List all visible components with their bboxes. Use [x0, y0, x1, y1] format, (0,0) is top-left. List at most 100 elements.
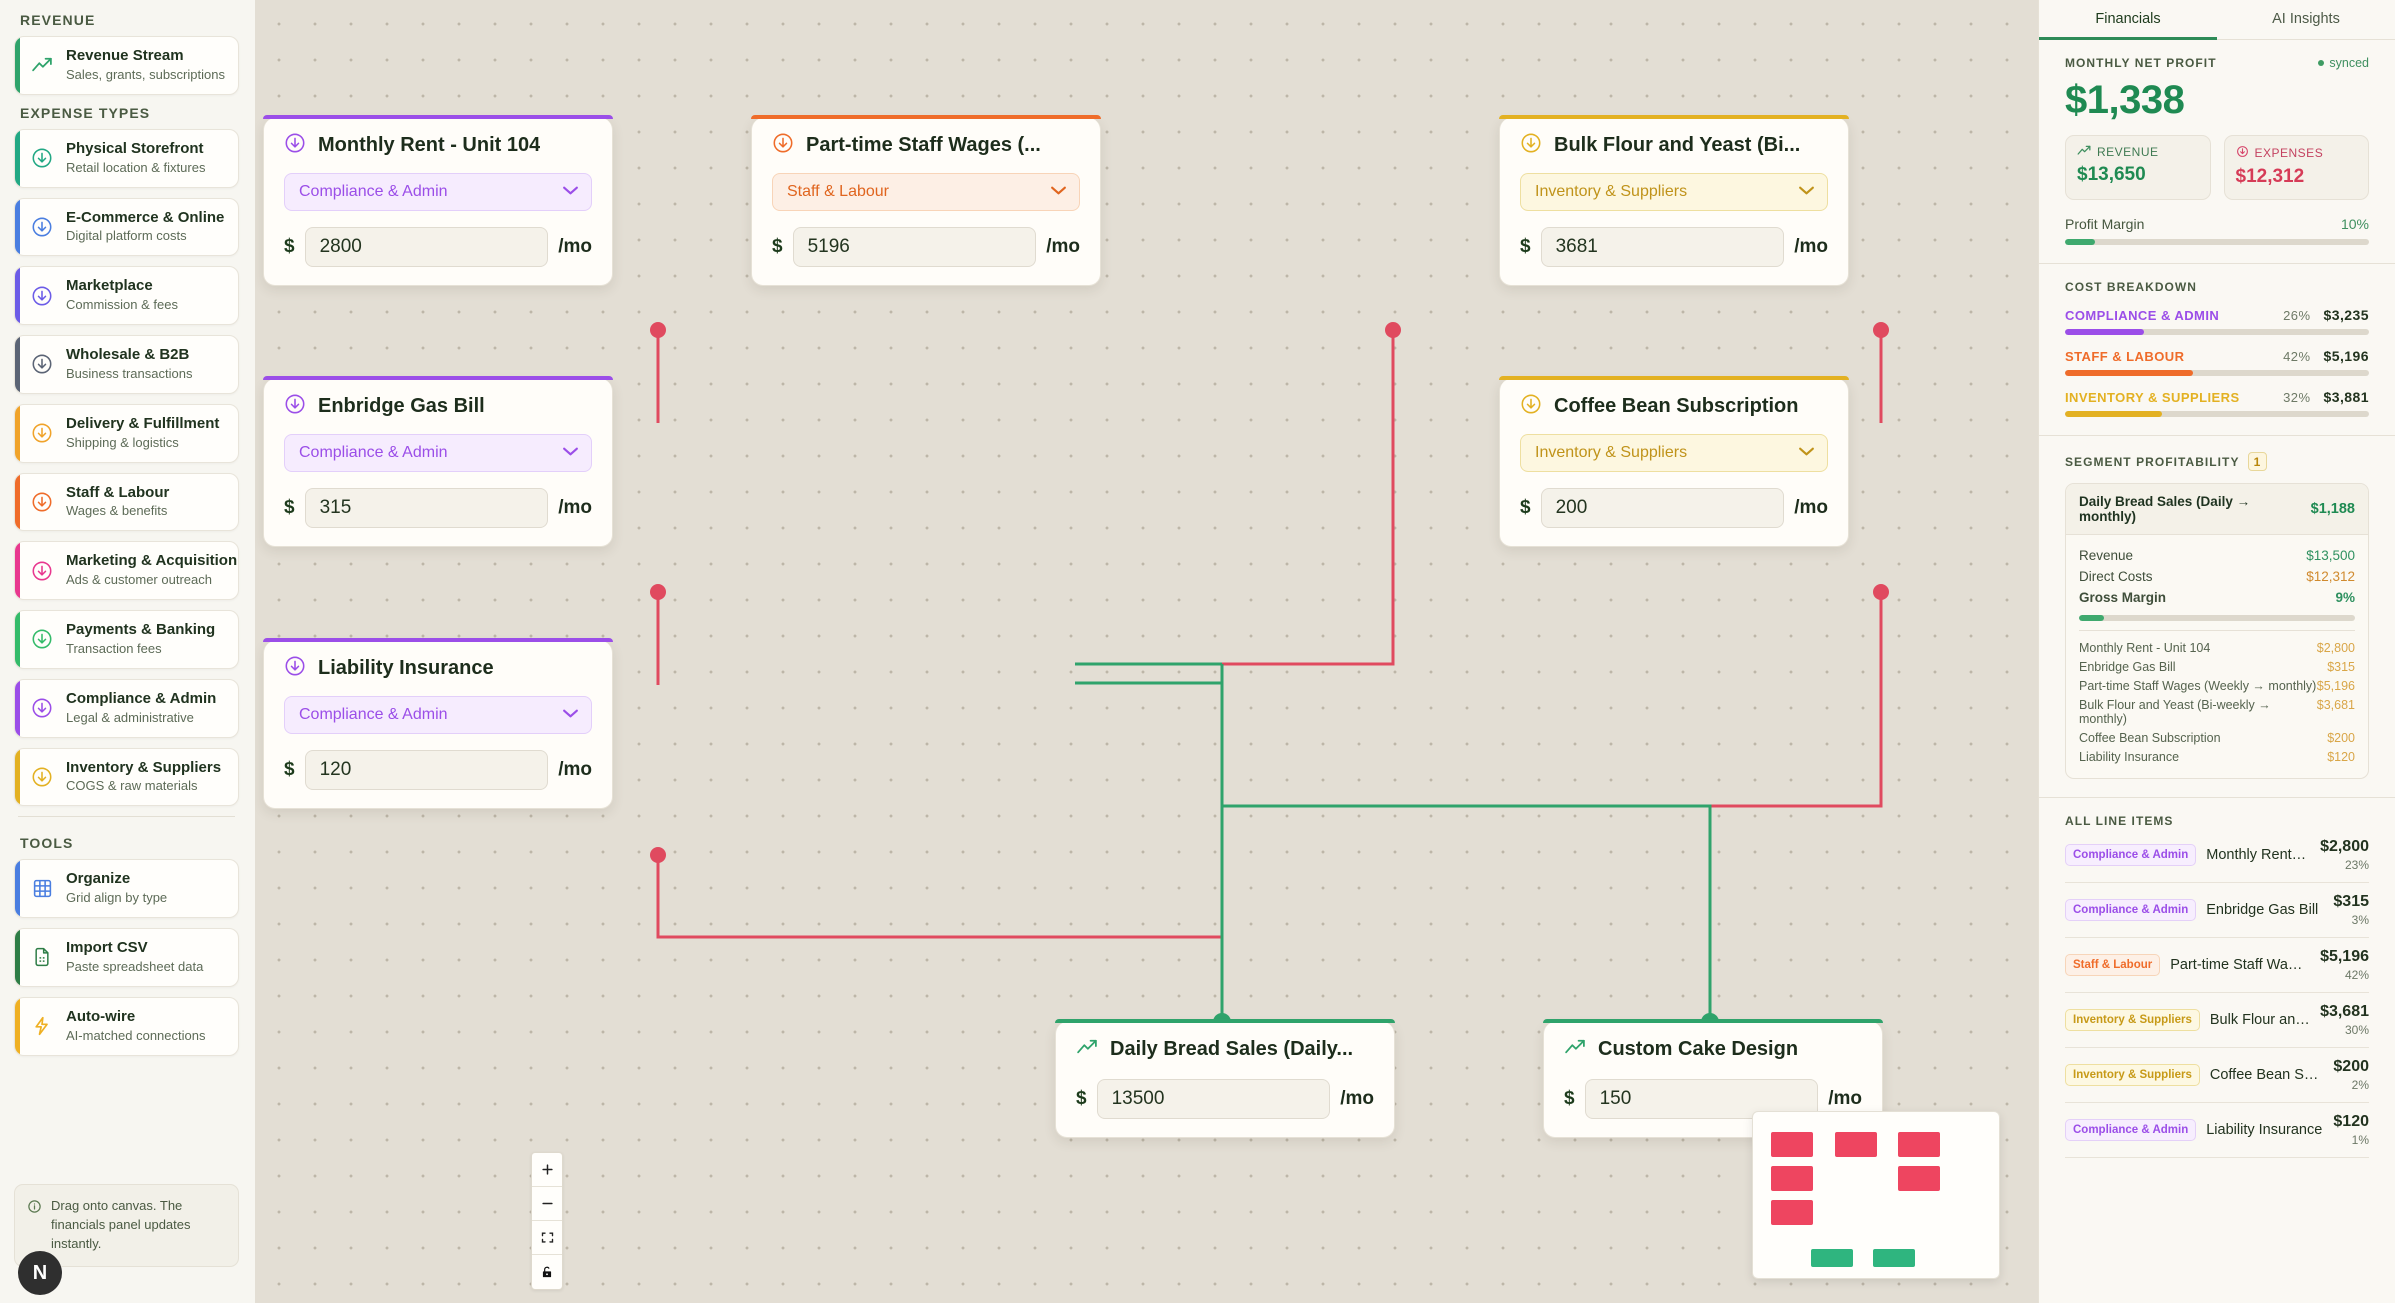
segment-revenue-label: Revenue — [2079, 548, 2134, 563]
sidebar-item-auto-wire[interactable]: Auto-wire AI-matched connections — [14, 996, 239, 1056]
line-item-row[interactable]: Staff & Labour Part-time Staff Wages ...… — [2065, 938, 2369, 993]
sidebar-item-staff-labour[interactable]: Staff & Labour Wages & benefits — [14, 472, 239, 532]
sidebar-item-marketplace[interactable]: Marketplace Commission & fees — [14, 266, 239, 325]
line-item-amount: $120 — [2333, 1113, 2369, 1130]
node-amount-input[interactable] — [304, 750, 549, 790]
panel-tabs[interactable]: Financials AI Insights — [2039, 0, 2395, 40]
sync-status: synced — [2318, 56, 2369, 70]
currency-symbol: $ — [284, 236, 295, 257]
node-category-select[interactable]: Compliance & Admin — [284, 696, 592, 734]
sidebar-item-compliance-admin[interactable]: Compliance & Admin Legal & administrativ… — [14, 678, 239, 738]
sidebar-item-wholesale-b2b[interactable]: Wholesale & B2B Business transactions — [14, 335, 239, 394]
line-item-row[interactable]: Inventory & Suppliers Coffee Bean Subs..… — [2065, 1048, 2369, 1103]
sidebar-section-expense-header: EXPENSE TYPES — [20, 104, 151, 121]
sidebar-item-title: E-Commerce & Online — [66, 208, 225, 226]
node-category-value: Staff & Labour — [787, 183, 889, 200]
info-icon — [27, 1199, 43, 1254]
minimap-node — [1898, 1132, 1940, 1157]
node-amount-input[interactable] — [1540, 488, 1785, 528]
arrow-down-circle-icon — [29, 695, 55, 721]
status-dot-icon — [2318, 60, 2325, 66]
node-amount-input[interactable] — [1096, 1079, 1331, 1119]
line-item-row[interactable]: Compliance & Admin Monthly Rent - ... $2… — [2065, 828, 2369, 883]
arrow-down-circle-icon — [29, 489, 55, 515]
node-category-select[interactable]: Staff & Labour — [772, 173, 1080, 211]
line-item-row[interactable]: Inventory & Suppliers Bulk Flour and Y..… — [2065, 993, 2369, 1048]
sidebar-section-tools-header: TOOLS — [20, 835, 74, 852]
canvas-node[interactable]: Enbridge Gas Bill Compliance & Admin $ /… — [263, 376, 613, 547]
sidebar-item-marketing-acquisition[interactable]: Marketing & Acquisition Ads & customer o… — [14, 541, 239, 600]
minimap-node — [1898, 1166, 1940, 1191]
sidebar-item-physical-storefront[interactable]: Physical Storefront Retail location & fi… — [14, 128, 239, 188]
currency-symbol: $ — [1564, 1088, 1575, 1109]
canvas-node[interactable]: Coffee Bean Subscription Inventory & Sup… — [1499, 376, 1849, 547]
segment-line-item: Monthly Rent - Unit 104 $2,800 — [2079, 638, 2355, 657]
tab-ai-insights[interactable]: AI Insights — [2272, 11, 2340, 27]
sidebar-item-title: Payments & Banking — [66, 621, 216, 638]
zoom-out-button[interactable] — [532, 1187, 562, 1221]
sidebar-item-import-csv[interactable]: Import CSV Paste spreadsheet data — [14, 928, 239, 987]
node-category-select[interactable]: Inventory & Suppliers — [1520, 173, 1828, 211]
node-category-select[interactable]: Compliance & Admin — [284, 434, 592, 472]
expenses-kpi-label: EXPENSES — [2254, 146, 2324, 160]
canvas[interactable]: Monthly Rent - Unit 104 Compliance & Adm… — [255, 0, 2038, 1303]
line-item-category-chip: Compliance & Admin — [2065, 899, 2197, 921]
minimap[interactable] — [1752, 1111, 2000, 1279]
node-category-value: Compliance & Admin — [299, 183, 448, 200]
canvas-node[interactable]: Daily Bread Sales (Daily... $ /mo — [1055, 1019, 1395, 1138]
tab-financials[interactable]: Financials — [2039, 0, 2217, 40]
sidebar-item-subtitle: Legal & administrative — [66, 709, 194, 725]
line-item-name: Liability Insurance — [2206, 1122, 2323, 1138]
financials-panel: Financials AI Insights MONTHLY NET PROFI… — [2038, 0, 2395, 1303]
net-profit-label: MONTHLY NET PROFIT — [2065, 56, 2217, 70]
canvas-node[interactable]: Monthly Rent - Unit 104 Compliance & Adm… — [263, 115, 613, 286]
node-amount-input[interactable] — [304, 227, 549, 267]
segment-line-item: Liability Insurance $120 — [2079, 747, 2355, 766]
arrow-down-circle-icon — [29, 558, 55, 584]
segment-line-item: Bulk Flour and Yeast (Bi-weekly → monthl… — [2079, 695, 2355, 728]
sidebar-item-delivery-fulfillment[interactable]: Delivery & Fulfillment Shipping & logist… — [14, 403, 239, 463]
segment-line-value: $120 — [2327, 749, 2355, 764]
fit-view-button[interactable] — [532, 1221, 562, 1255]
zoom-controls[interactable] — [531, 1152, 563, 1290]
canvas-node[interactable]: Custom Cake Design $ /mo — [1543, 1019, 1883, 1138]
segment-direct-costs-value: $12,312 — [2306, 569, 2355, 584]
node-amount-input[interactable] — [1540, 227, 1785, 267]
sidebar-item-subtitle: Wages & benefits — [66, 503, 168, 519]
node-period-label: /mo — [1340, 1088, 1374, 1109]
line-item-pct: 2% — [2351, 1078, 2369, 1092]
line-item-category-chip: Inventory & Suppliers — [2065, 1064, 2200, 1086]
sidebar-item-inventory-suppliers[interactable]: Inventory & Suppliers COGS & raw materia… — [14, 747, 239, 807]
all-line-items-label: ALL LINE ITEMS — [2065, 814, 2174, 828]
segment-card[interactable]: Daily Bread Sales (Daily → monthly) $1,1… — [2065, 483, 2369, 779]
sidebar-item-e-commerce-online[interactable]: E-Commerce & Online Digital platform cos… — [14, 197, 239, 257]
line-item-row[interactable]: Compliance & Admin Enbridge Gas Bill $31… — [2065, 883, 2369, 938]
segment-line-value: $315 — [2327, 659, 2355, 674]
node-category-select[interactable]: Compliance & Admin — [284, 173, 592, 211]
canvas-node[interactable]: Part-time Staff Wages (... Staff & Labou… — [751, 115, 1101, 286]
cost-breakdown-item: STAFF & LABOUR 42% $5,196 — [2065, 348, 2369, 376]
minimap-node — [1771, 1200, 1813, 1225]
sidebar-item-payments-banking[interactable]: Payments & Banking Transaction fees — [14, 610, 239, 669]
lock-button[interactable] — [532, 1255, 562, 1289]
canvas-node[interactable]: Liability Insurance Compliance & Admin $… — [263, 638, 613, 809]
zoom-in-button[interactable] — [532, 1153, 562, 1187]
node-title: Custom Cake Design — [1598, 1038, 1799, 1060]
cost-breakdown-amount: $3,881 — [2323, 389, 2369, 405]
net-profit-value: $1,338 — [2065, 78, 2185, 122]
canvas-node[interactable]: Bulk Flour and Yeast (Bi... Inventory & … — [1499, 115, 1849, 286]
line-item-amount: $315 — [2333, 893, 2369, 910]
sidebar-item-revenue-stream[interactable]: Revenue Stream Sales, grants, subscripti… — [14, 36, 239, 95]
line-item-amount: $5,196 — [2320, 948, 2369, 965]
node-amount-input[interactable] — [304, 488, 549, 528]
avatar[interactable]: N — [18, 1251, 62, 1295]
segment-line-name: Bulk Flour and Yeast (Bi-weekly → monthl… — [2079, 697, 2271, 726]
line-item-row[interactable]: Compliance & Admin Liability Insurance $… — [2065, 1103, 2369, 1158]
sidebar-item-organize[interactable]: Organize Grid align by type — [14, 859, 239, 918]
profit-margin-bar — [2065, 239, 2369, 245]
node-category-select[interactable]: Inventory & Suppliers — [1520, 434, 1828, 472]
arrow-down-circle-icon — [29, 626, 55, 652]
node-amount-input[interactable] — [792, 227, 1037, 267]
sidebar-item-title: Staff & Labour — [66, 483, 170, 501]
sidebar-item-subtitle: Transaction fees — [66, 640, 162, 656]
